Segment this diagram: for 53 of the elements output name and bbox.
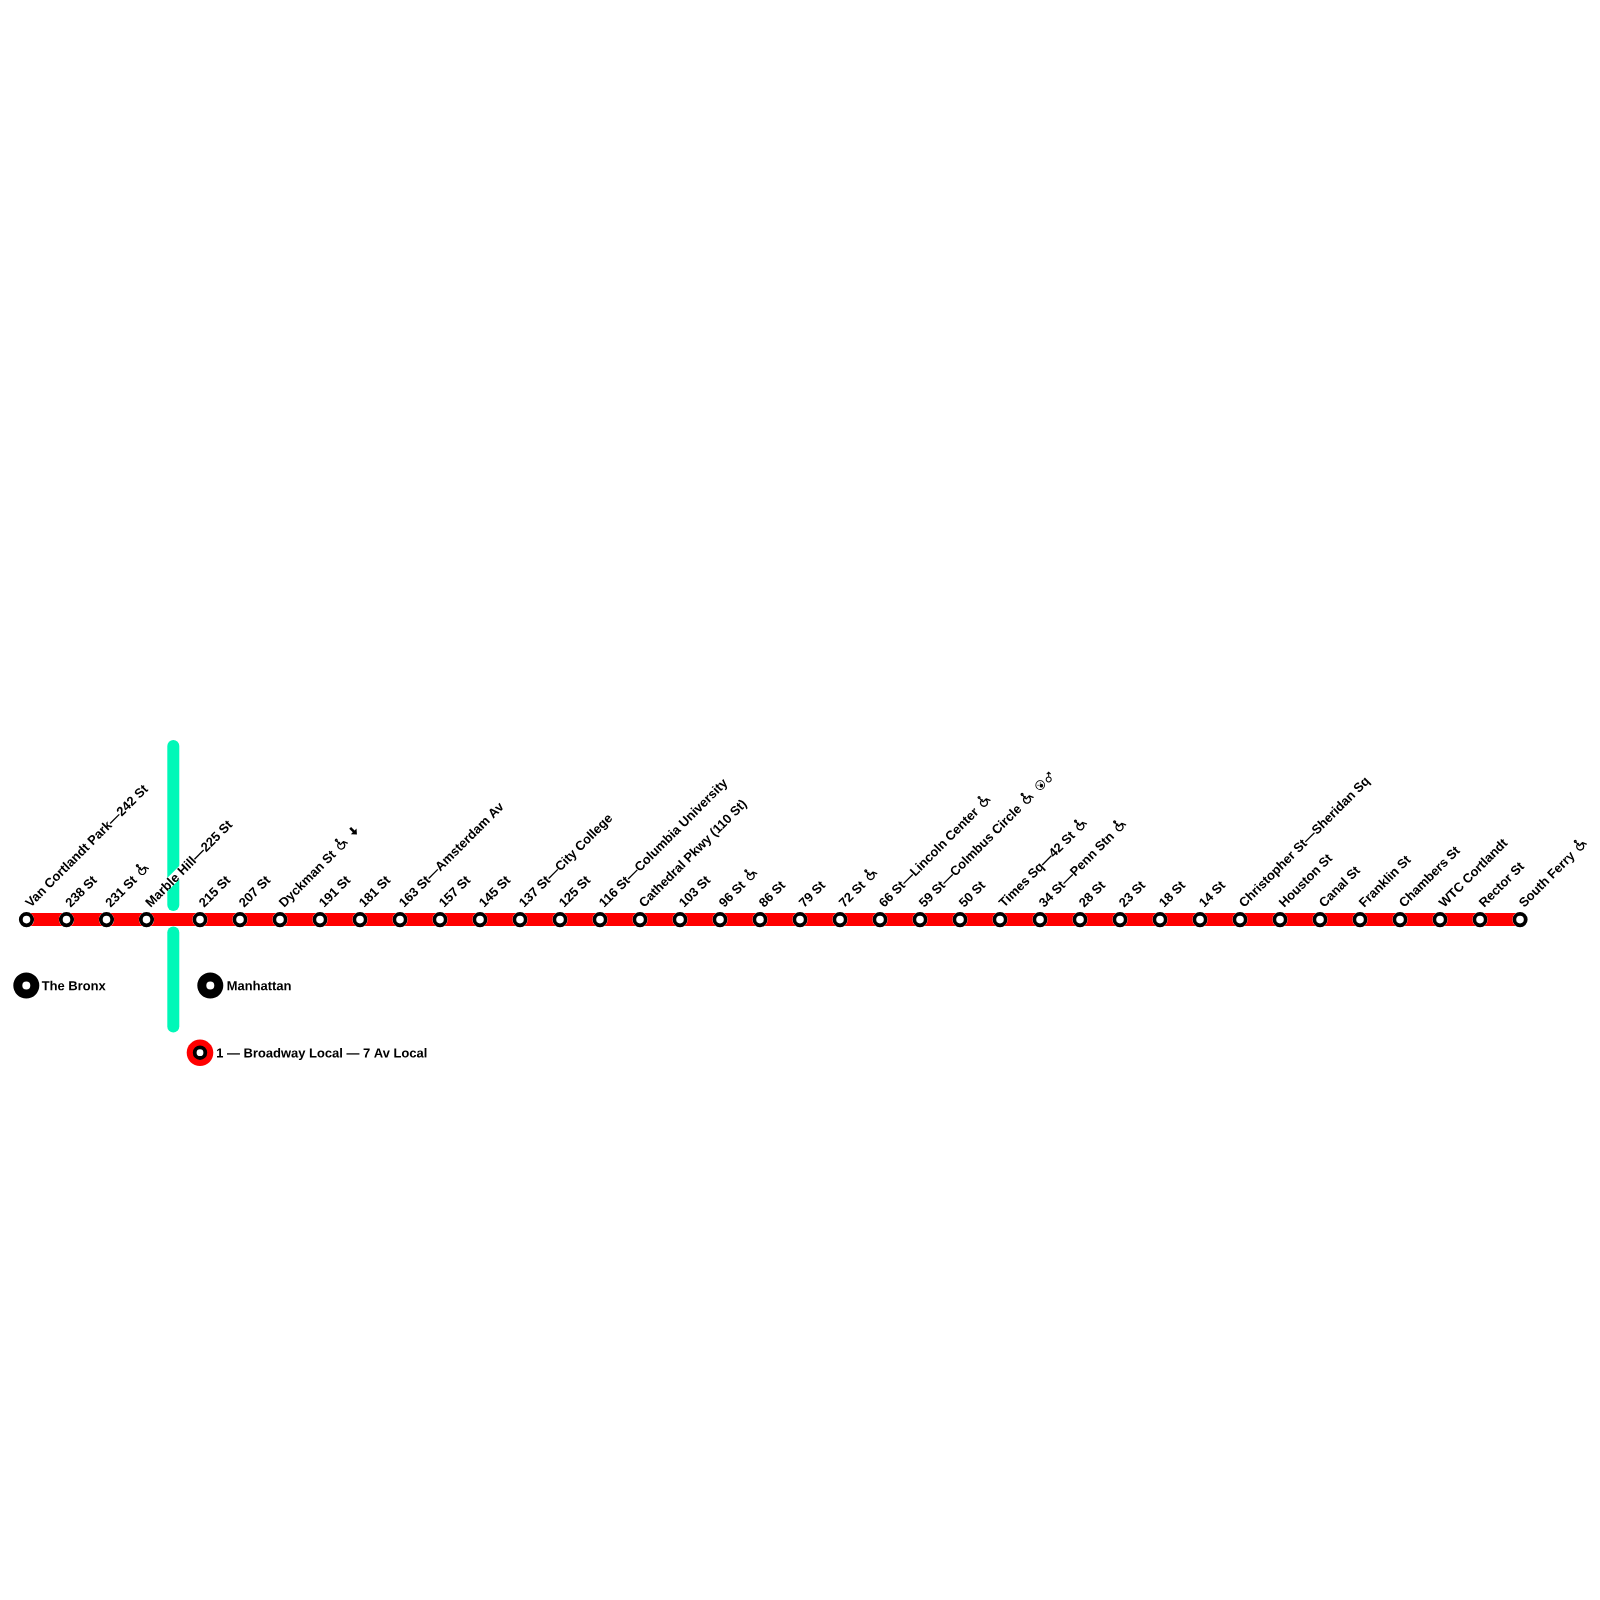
route-line xyxy=(1323,913,1357,927)
route-line xyxy=(683,913,717,927)
route-line xyxy=(150,913,197,927)
route-line xyxy=(763,913,797,927)
route-line xyxy=(1403,913,1437,927)
route-line xyxy=(1243,913,1277,927)
station-name: 215 St xyxy=(197,874,232,909)
route-line xyxy=(603,913,637,927)
station-name: 86 St xyxy=(757,879,787,909)
route-line xyxy=(1163,913,1197,927)
route-line xyxy=(363,913,397,927)
route-line xyxy=(443,913,477,927)
route-line xyxy=(483,913,517,927)
route-line xyxy=(643,913,677,927)
route-line xyxy=(923,913,957,927)
route-line xyxy=(110,913,143,927)
route-line xyxy=(1483,913,1517,927)
route-line xyxy=(1443,913,1477,927)
station-name: 181 St xyxy=(357,874,392,909)
route-line xyxy=(30,913,63,927)
route-line xyxy=(70,913,103,927)
station-name: 231 St xyxy=(104,874,138,909)
legend-text: Manhattan xyxy=(227,980,291,991)
route-line xyxy=(403,913,437,927)
station-name: 125 St xyxy=(557,874,592,909)
station-name: 145 St xyxy=(477,874,512,909)
route-line xyxy=(803,913,837,927)
route-line xyxy=(1003,913,1037,927)
route-line xyxy=(243,913,277,927)
route-line xyxy=(283,913,317,927)
route-line xyxy=(323,913,357,927)
route-line xyxy=(883,913,917,927)
route-line xyxy=(1363,913,1397,927)
route-line xyxy=(1123,913,1157,927)
route-line xyxy=(963,913,997,927)
legend-text: 1 — Broadway Local — 7 Av Local xyxy=(217,1048,427,1061)
route-line xyxy=(843,913,877,927)
route-line xyxy=(1283,913,1317,927)
station-name: 72 St xyxy=(837,879,867,909)
route-line xyxy=(1043,913,1077,927)
station-name: 14 St xyxy=(1197,879,1227,909)
route-line xyxy=(723,913,757,927)
station-name: 207 St xyxy=(237,874,272,909)
station-name: 96 St xyxy=(717,879,747,909)
route-line xyxy=(1083,913,1117,927)
route-line xyxy=(1203,913,1237,927)
station-name: 79 St xyxy=(797,879,827,909)
route-line xyxy=(203,913,237,927)
legend-text: The Bronx xyxy=(41,980,106,991)
route-line xyxy=(523,913,557,927)
route-line xyxy=(563,913,597,927)
station-name: 23 St xyxy=(1117,879,1147,909)
station-name: 18 St xyxy=(1157,879,1187,909)
